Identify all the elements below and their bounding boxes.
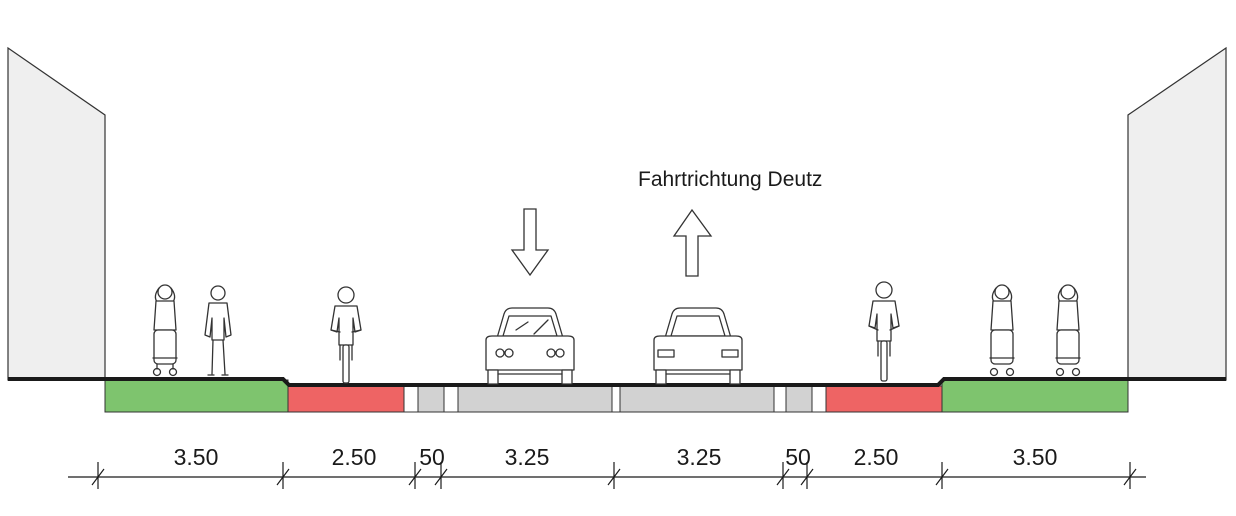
dimension-label: 3.50 xyxy=(1013,444,1058,470)
car-rear-icon xyxy=(653,307,743,385)
separator-right-white-1 xyxy=(773,385,787,413)
separator-left-gray xyxy=(417,385,445,413)
car-front-icon xyxy=(485,307,575,385)
separator-left-white-2 xyxy=(443,385,459,413)
dimension-label: 3.25 xyxy=(677,444,722,470)
direction-label: Fahrtrichtung Deutz xyxy=(638,168,822,191)
up-arrow-icon xyxy=(672,208,713,277)
separator-right-white-2 xyxy=(811,385,827,413)
building-left xyxy=(7,46,106,381)
sidewalk-right xyxy=(941,379,1129,413)
cyclist-icon xyxy=(330,286,362,384)
pedestrian-with-stroller-icon xyxy=(152,284,178,377)
bike-lane-left xyxy=(287,385,405,413)
lane-divider xyxy=(611,385,621,413)
down-arrow-icon xyxy=(510,208,550,277)
bike-lane-right xyxy=(825,385,943,413)
separator-left-white-1 xyxy=(403,385,419,413)
ground-line xyxy=(8,377,1226,387)
pedestrian-with-stroller-icon xyxy=(1055,284,1081,377)
dimension-label: 3.25 xyxy=(505,444,550,470)
dimension-label: 50 xyxy=(785,444,811,470)
pedestrian-with-stroller-icon xyxy=(989,284,1015,377)
dimension-label: 2.50 xyxy=(854,444,899,470)
car-lane-left xyxy=(457,385,613,413)
pedestrian-icon xyxy=(204,285,232,376)
building-right xyxy=(1127,46,1227,381)
dimension-ticks xyxy=(91,462,1137,489)
dimension-label: 3.50 xyxy=(174,444,219,470)
cyclist-icon xyxy=(868,281,900,382)
separator-right-gray xyxy=(785,385,813,413)
dimension-label: 50 xyxy=(419,444,445,470)
car-lane-right xyxy=(619,385,775,413)
dimension-label: 2.50 xyxy=(332,444,377,470)
sidewalk-left xyxy=(104,379,289,413)
